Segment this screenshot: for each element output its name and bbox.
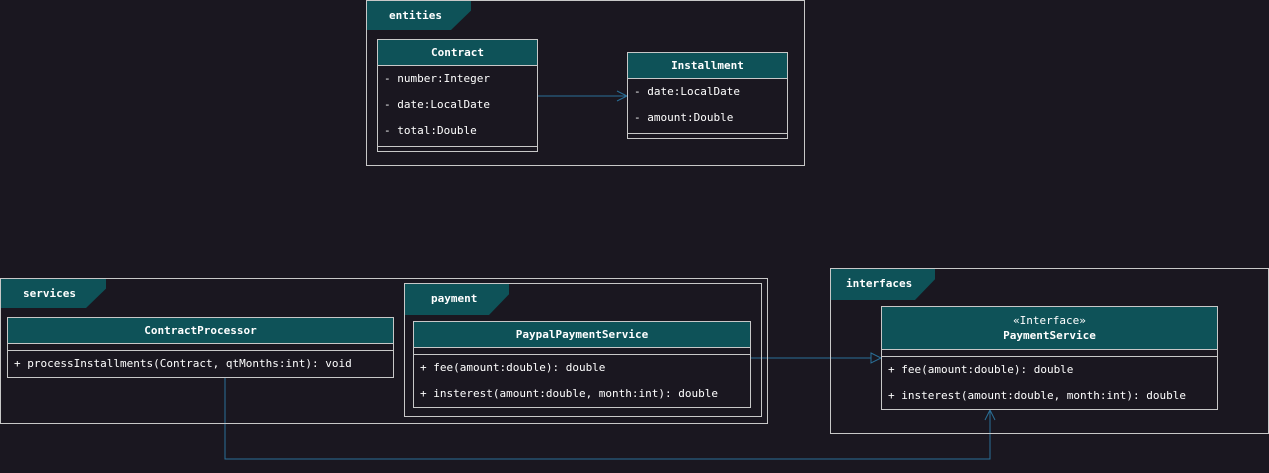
package-interfaces: interfaces <box>830 268 1269 434</box>
method: + fee(amount:double): double <box>888 363 1074 376</box>
attribute: - total:Double <box>384 124 477 137</box>
method: + processInstallments(Contract, qtMonths… <box>14 357 352 370</box>
class-attributes: - date:LocalDate - amount:Double <box>628 79 787 134</box>
class-contract: Contract - number:Integer - date:LocalDa… <box>377 39 538 152</box>
method: + insterest(amount:double, month:int): d… <box>420 387 719 400</box>
package-services: services <box>0 278 768 424</box>
class-paypalpaymentservice: PaypalPaymentService + fee(amount:double… <box>413 321 751 408</box>
package-label: interfaces <box>831 269 935 300</box>
contractprocessor-uses-paymentservice <box>224 378 996 460</box>
package-entities: entities <box>366 0 805 166</box>
class-name: PaypalPaymentService <box>414 322 750 348</box>
package-payment: payment <box>404 283 762 417</box>
attributes-compartment <box>414 348 750 355</box>
attribute: - number:Integer <box>384 72 490 85</box>
class-name: PaymentService <box>1003 329 1096 342</box>
class-name: Contract <box>378 40 537 66</box>
attribute: - date:LocalDate <box>384 98 490 111</box>
stereotype-label: «Interface» <box>1013 314 1086 327</box>
package-label: payment <box>405 284 509 315</box>
attributes-compartment <box>8 344 393 351</box>
paypal-realizes-paymentservice <box>751 352 883 364</box>
attribute: - date:LocalDate <box>634 85 740 98</box>
class-name: Installment <box>628 53 787 79</box>
package-label: services <box>1 279 106 308</box>
class-name: ContractProcessor <box>8 318 393 344</box>
class-installment: Installment - date:LocalDate - amount:Do… <box>627 52 788 139</box>
attribute: - amount:Double <box>634 111 734 124</box>
method: + fee(amount:double): double <box>420 361 606 374</box>
class-contractprocessor: ContractProcessor + processInstallments(… <box>7 317 394 378</box>
interface-paymentservice: «Interface» PaymentService + fee(amount:… <box>881 306 1218 410</box>
class-name-compartment: «Interface» PaymentService <box>882 307 1217 350</box>
attributes-compartment <box>882 350 1217 357</box>
class-attributes: - number:Integer - date:LocalDate - tota… <box>378 66 537 147</box>
method: + insterest(amount:double, month:int): d… <box>888 389 1187 402</box>
package-label: entities <box>367 1 471 30</box>
